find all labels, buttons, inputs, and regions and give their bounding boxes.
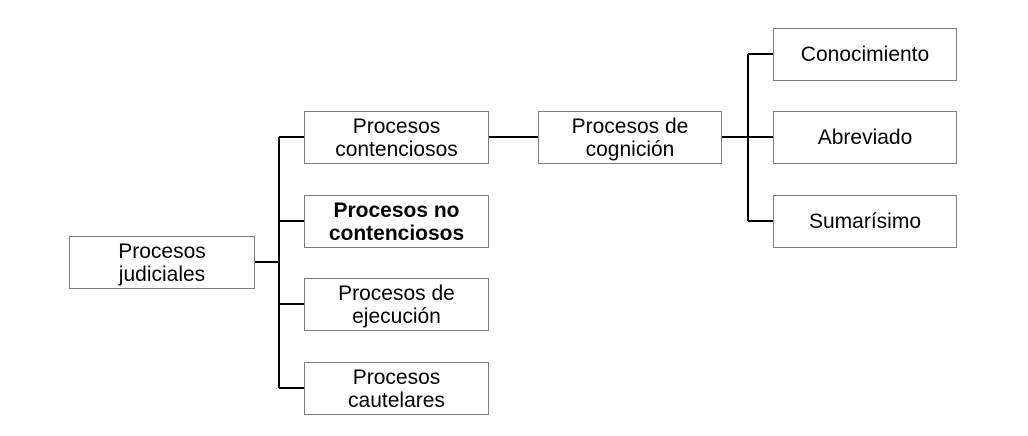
node-label: Procesos de cognición [571,114,689,161]
node-procesos-judiciales: Procesos judiciales [69,236,255,289]
node-label: Conocimiento [800,43,930,66]
node-label: Procesos cautelares [348,365,445,412]
node-label: Procesos de ejecución [338,281,455,328]
node-abreviado: Abreviado [773,111,957,164]
node-procesos-de-cognicion: Procesos de cognición [538,111,722,164]
node-label: Abreviado [817,126,913,149]
node-label: Procesos no contenciosos [328,198,465,245]
node-procesos-cautelares: Procesos cautelares [304,362,489,415]
node-sumarisimo: Sumarísimo [773,195,957,248]
node-label: Procesos judiciales [118,239,206,286]
node-procesos-de-ejecucion: Procesos de ejecución [304,278,489,331]
node-procesos-contenciosos: Procesos contenciosos [304,111,489,164]
node-procesos-no-contenciosos: Procesos no contenciosos [304,195,489,248]
node-conocimiento: Conocimiento [773,28,957,81]
node-label: Procesos contenciosos [335,114,458,161]
node-label: Sumarísimo [808,210,922,233]
